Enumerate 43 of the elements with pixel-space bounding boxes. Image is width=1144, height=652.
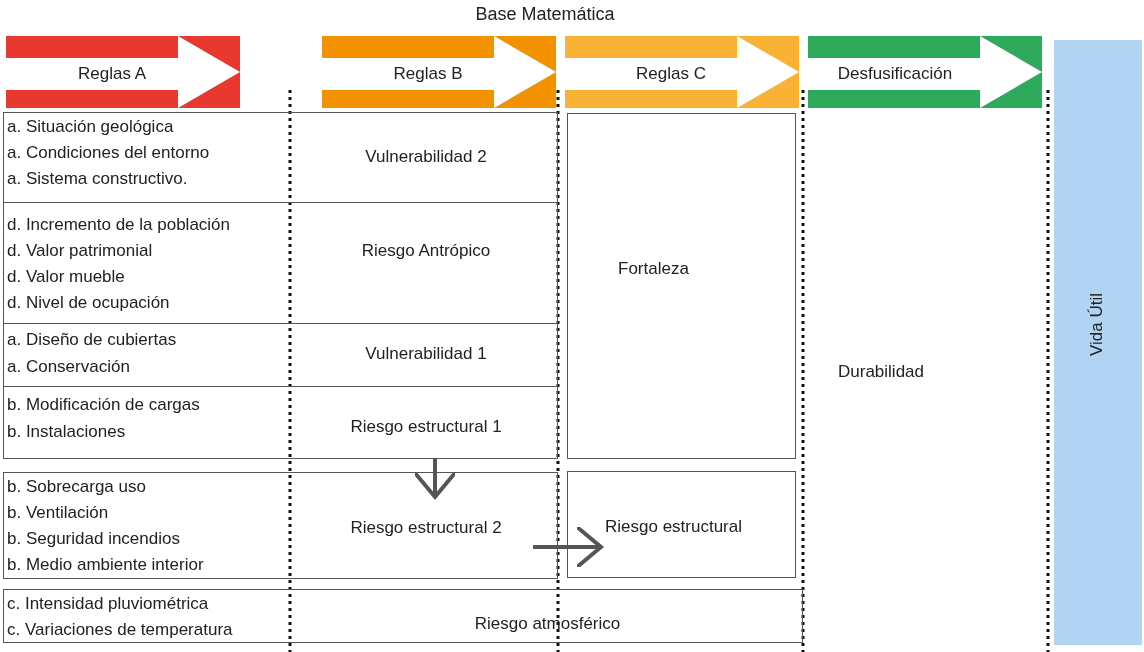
vertical-band <box>1054 40 1142 645</box>
banner-label: Reglas C <box>635 64 707 84</box>
list-item: b. Ventilación <box>7 503 109 523</box>
category-label: Riesgo estructural 1 <box>349 417 503 437</box>
banner-label: Reglas B <box>392 64 464 84</box>
category-label: Fortaleza <box>618 259 689 279</box>
list-item: a. Sistema constructivo. <box>7 169 188 189</box>
list-item: b. Medio ambiente interior <box>7 555 204 575</box>
banner-label: Desfusificación <box>836 64 954 84</box>
table-row-box <box>3 589 803 643</box>
list-item: d. Incremento de la población <box>7 215 231 235</box>
category-label: Vulnerabilidad 2 <box>364 147 488 167</box>
list-item: a. Conservación <box>7 357 130 377</box>
list-item: d. Valor mueble <box>7 267 125 287</box>
diagram-title: Base Matemática <box>474 4 616 25</box>
arrow <box>413 459 457 499</box>
list-item: d. Valor patrimonial <box>7 241 153 261</box>
list-item: a. Diseño de cubiertas <box>7 330 177 350</box>
table-row-box <box>3 112 558 203</box>
list-item: b. Seguridad incendios <box>7 529 180 549</box>
category-label: Riesgo estructural <box>605 517 742 537</box>
list-item: b. Instalaciones <box>7 422 126 442</box>
outlined-box <box>567 471 796 578</box>
arrow <box>533 525 603 569</box>
table-row-box <box>3 472 558 579</box>
list-item: c. Intensidad pluviométrica <box>7 594 209 614</box>
band-label: Vida Útil <box>1087 292 1107 356</box>
table-row-box <box>3 323 558 387</box>
list-item: a. Situación geológica <box>7 117 174 137</box>
outlined-box <box>567 113 796 459</box>
banner-label: Reglas A <box>76 64 147 84</box>
text-label: Durabilidad <box>838 362 924 382</box>
table-row-box <box>3 202 558 324</box>
category-label: Vulnerabilidad 1 <box>364 344 488 364</box>
list-item: a. Condiciones del entorno <box>7 143 210 163</box>
list-item: d. Nivel de ocupación <box>7 293 170 313</box>
category-label: Riesgo atmosférico <box>473 614 622 634</box>
table-row-box <box>3 386 558 459</box>
category-label: Riesgo estructural 2 <box>349 518 503 538</box>
list-item: c. Variaciones de temperatura <box>7 620 233 640</box>
list-item: b. Modificación de cargas <box>7 395 200 415</box>
list-item: b. Sobrecarga uso <box>7 477 146 497</box>
category-label: Riesgo Antrópico <box>360 241 492 261</box>
